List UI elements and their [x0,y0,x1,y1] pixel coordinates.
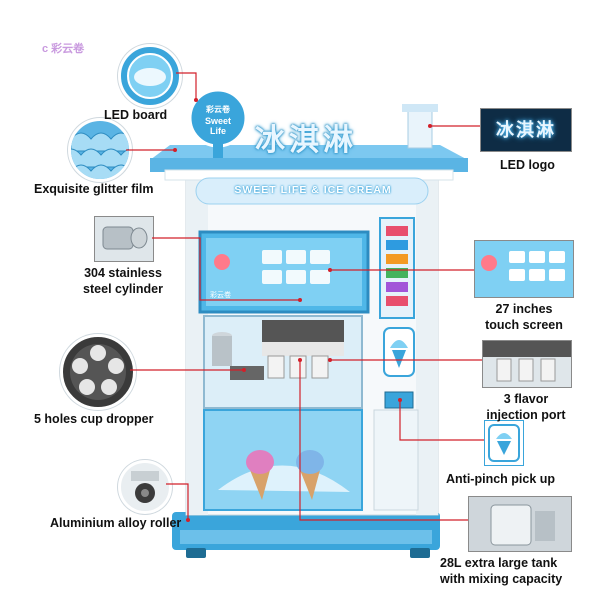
foot-left [186,548,206,558]
cloud-logo-icon [127,53,173,99]
service-door [373,409,419,511]
pick-up-port [384,391,414,409]
board-en: Sweet Life [204,116,231,136]
screen-title: 彩云卷 [210,292,231,299]
label-touch-screen-line2: touch screen [485,317,563,332]
label-led-board: LED board [104,108,168,122]
roller-thumb [118,460,172,514]
anti-pinch-thumb [484,420,524,466]
roof-sign: 冰淇淋 [255,124,357,157]
led-board-thumb [118,44,182,108]
label-steel-cylinder-line2: steel cylinder [83,281,163,296]
glitter-film-thumb [68,118,132,182]
banner-bg [195,177,429,205]
brand-logo: c 彩云卷 [42,40,84,56]
roof-glitter [150,145,468,160]
label-touch-screen-line1: 27 inches [495,302,553,316]
lower-poster [203,409,363,511]
foot-right [410,548,430,558]
steel-cylinder-thumb [94,216,154,262]
label-flavor-port-line1: 3 flavor [503,392,549,406]
label-flavor-port-line2: injection port [486,407,566,422]
label-tank-line1: 28L extra large tank [440,556,558,570]
tank-thumb [468,496,572,552]
brand-logo-text: c 彩云卷 [42,43,85,55]
label-flavor-port: 3 flavor injection port [476,392,576,423]
board-cn: 彩云卷 [206,105,230,114]
banner-text: SWEET LIFE & ICE CREAM [234,184,392,196]
label-tank: 28L extra large tank with mixing capacit… [440,556,562,587]
led-logo-text: 冰淇淋 [496,120,556,140]
label-cup-dropper: 5 holes cup dropper [34,412,154,426]
label-anti-pinch: Anti-pinch pick up [446,472,556,486]
cup-dropper-thumb [60,334,136,410]
label-led-logo: LED logo [500,158,555,172]
label-steel-cylinder-line1: 304 stainless [84,266,162,280]
label-tank-line2: with mixing capacity [440,571,563,586]
label-glitter-film: Exquisite glitter film [34,182,154,196]
flavor-port-thumb [482,340,572,388]
label-steel-cylinder: 304 stainless steel cylinder [80,266,166,297]
label-touch-screen: 27 inches touch screen [478,302,570,333]
led-logo-thumb: 冰淇淋 [480,108,572,152]
label-roller: Aluminium alloy roller [50,516,182,530]
touch-screen-thumb [474,240,574,298]
